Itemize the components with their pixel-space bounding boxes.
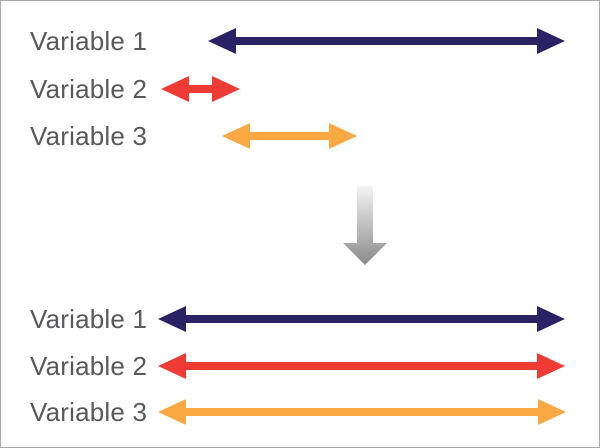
variable-label: Variable 3: [30, 397, 148, 427]
range-arrow-after-2: [158, 353, 565, 379]
arrow-right-head-icon: [538, 399, 566, 425]
arrow-left-head-icon: [158, 399, 186, 425]
arrow-shaft: [185, 362, 538, 370]
arrow-right-head-icon: [329, 123, 357, 149]
arrow-shaft: [185, 408, 539, 416]
arrow-left-head-icon: [158, 353, 186, 379]
arrow-shaft: [185, 315, 538, 323]
arrow-right-head-icon: [537, 353, 565, 379]
arrow-shaft: [188, 85, 213, 93]
arrow-left-head-icon: [158, 306, 186, 332]
down-arrow-icon: [343, 186, 387, 265]
variable-label: Variable 1: [30, 26, 148, 56]
arrow-shaft: [235, 37, 538, 45]
arrow-right-head-icon: [537, 306, 565, 332]
variable-label: Variable 1: [30, 304, 148, 334]
arrow-shaft: [249, 132, 330, 140]
arrow-left-head-icon: [222, 123, 250, 149]
range-arrow-before-1: [208, 28, 565, 54]
variable-label: Variable 3: [30, 121, 148, 151]
range-arrow-before-2: [161, 76, 240, 102]
range-arrow-after-3: [158, 399, 566, 425]
range-arrow-before-3: [222, 123, 357, 149]
arrow-right-head-icon: [212, 76, 240, 102]
range-arrow-after-1: [158, 306, 565, 332]
arrow-left-head-icon: [161, 76, 189, 102]
variable-label: Variable 2: [30, 74, 148, 104]
arrow-right-head-icon: [537, 28, 565, 54]
arrow-left-head-icon: [208, 28, 236, 54]
variable-label: Variable 2: [30, 351, 148, 381]
